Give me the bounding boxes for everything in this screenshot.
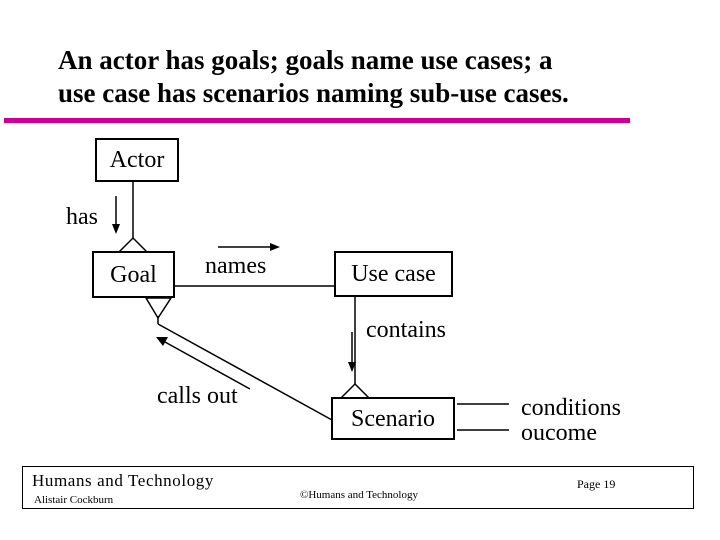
goal-box: Goal bbox=[92, 251, 175, 298]
scenario-label: Scenario bbox=[351, 405, 435, 432]
conditions-label: conditions bbox=[521, 395, 621, 421]
calls-out-arrow-shaft bbox=[164, 341, 251, 390]
actor-box: Actor bbox=[95, 138, 179, 182]
has-arrowhead bbox=[112, 224, 120, 234]
footer-title: Humans and Technology bbox=[32, 471, 215, 490]
footer-copyright: ©Humans and Technology bbox=[300, 489, 418, 501]
footer-frame bbox=[22, 466, 694, 509]
footer-page-number: Page 19 bbox=[577, 477, 616, 491]
footer-author: Alistair Cockburn bbox=[34, 494, 114, 506]
has-label: has bbox=[66, 204, 98, 230]
use-case-label: Use case bbox=[351, 261, 436, 287]
outcome-label: oucome bbox=[521, 420, 597, 446]
names-label: names bbox=[205, 253, 267, 279]
contains-label: contains bbox=[366, 317, 446, 343]
title-rule bbox=[4, 118, 630, 123]
title-line-1: An actor has goals; goals name use cases… bbox=[58, 45, 553, 75]
calls-out-label: calls out bbox=[157, 383, 238, 409]
contains-arrowhead bbox=[348, 362, 356, 372]
names-arrowhead bbox=[270, 243, 280, 251]
use-case-box: Use case bbox=[334, 251, 453, 297]
calls-out-line bbox=[157, 323, 333, 421]
actor-label: Actor bbox=[109, 147, 165, 173]
goal-label: Goal bbox=[110, 261, 157, 288]
title-line-2: use case has scenarios naming sub-use ca… bbox=[58, 78, 569, 108]
calls-out-arrowhead bbox=[156, 337, 168, 346]
goal-bottom-tab bbox=[144, 297, 173, 320]
slide-title: An actor has goals; goals name use cases… bbox=[58, 44, 698, 110]
scenario-box: Scenario bbox=[331, 397, 455, 440]
